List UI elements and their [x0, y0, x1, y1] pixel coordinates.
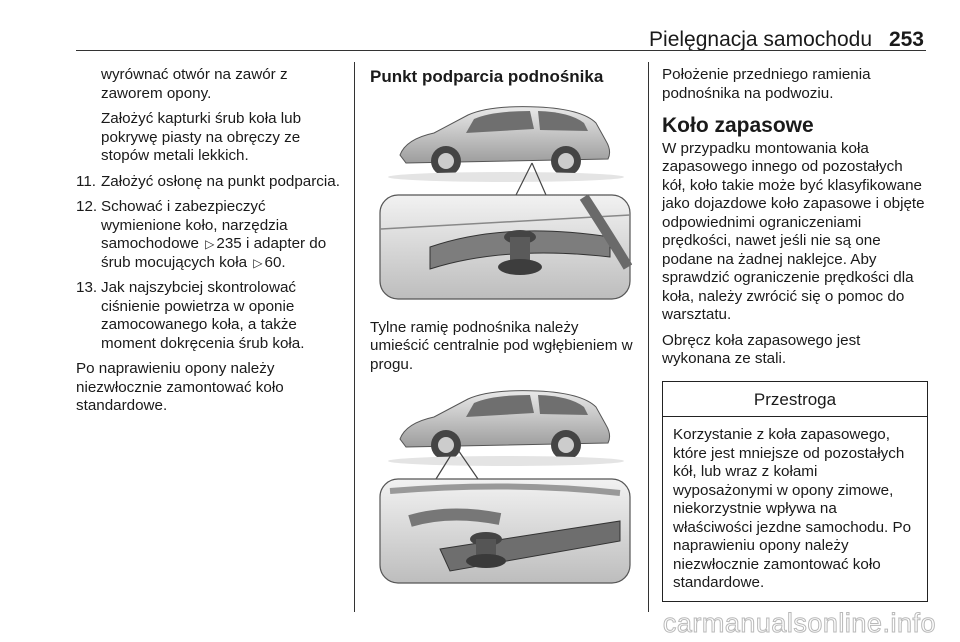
header-divider: [76, 50, 926, 51]
list-item: 11. Założyć osłonę na punkt podparcia.: [76, 173, 346, 192]
list-text: Założyć osłonę na punkt podparcia.: [101, 172, 340, 190]
reference-arrow-icon: ▷: [253, 255, 263, 270]
column-left: wyrównać otwór na zawór z zaworem opony.…: [76, 66, 346, 423]
page-number: 253: [888, 28, 924, 51]
watermark: carmanualsonline.info: [662, 608, 936, 639]
page-header-title: Pielęgnacja samochodu: [649, 28, 872, 51]
section-heading: Koło zapasowe: [662, 114, 814, 137]
column-divider-2: [648, 62, 649, 612]
column-divider-1: [354, 62, 355, 612]
jack-point-front-illustration: [379, 390, 631, 584]
list-number: 12.: [76, 198, 98, 215]
page-reference-link[interactable]: 235: [216, 235, 242, 252]
column-middle: Punkt podparcia podnośnika Tylne ramię p…: [370, 66, 636, 603]
list-item: 13. Jak najszybciej skontrolować ciśnien…: [76, 279, 346, 353]
caution-text: Korzystanie z koła zapasowego, które jes…: [673, 426, 912, 591]
figure-caption: Tylne ramię podnośnika należy umieścić c…: [370, 318, 633, 373]
caution-title: Przestroga: [663, 382, 927, 417]
column-right: Położenie przedniego ramienia podnośnika…: [662, 66, 928, 602]
section-heading: Punkt podparcia podnośnika: [370, 67, 604, 86]
list-item: 12. Schować i zabezpieczyć wymienione ko…: [76, 198, 346, 272]
caution-box: Przestroga Korzystanie z koła zapasowego…: [662, 380, 928, 602]
figure-caption: Położenie przedniego ramienia podnośnika…: [662, 66, 871, 102]
reference-arrow-icon: ▷: [205, 237, 215, 251]
jack-point-rear-illustration: [379, 105, 632, 300]
page-reference-link[interactable]: 60.: [264, 253, 286, 271]
paragraph: W przypadku montowania koła zapasowego i…: [662, 139, 925, 324]
list-number: 13.: [76, 279, 98, 296]
paragraph: Obręcz koła zapasowego jest wykonana ze …: [662, 331, 861, 368]
paragraph: wyrównać otwór na zawór z zaworem opony.: [101, 66, 288, 102]
paragraph: Założyć kapturki śrub koła lub pokrywę p…: [101, 110, 302, 164]
list-text: Schować i zabezpieczyć wymienione koło, …: [101, 198, 327, 271]
paragraph: Po naprawieniu opony należy niezwłocznie…: [76, 360, 284, 414]
list-text: Jak najszybciej skontrolować ciśnienie p…: [101, 279, 305, 352]
list-number: 11.: [76, 172, 96, 190]
